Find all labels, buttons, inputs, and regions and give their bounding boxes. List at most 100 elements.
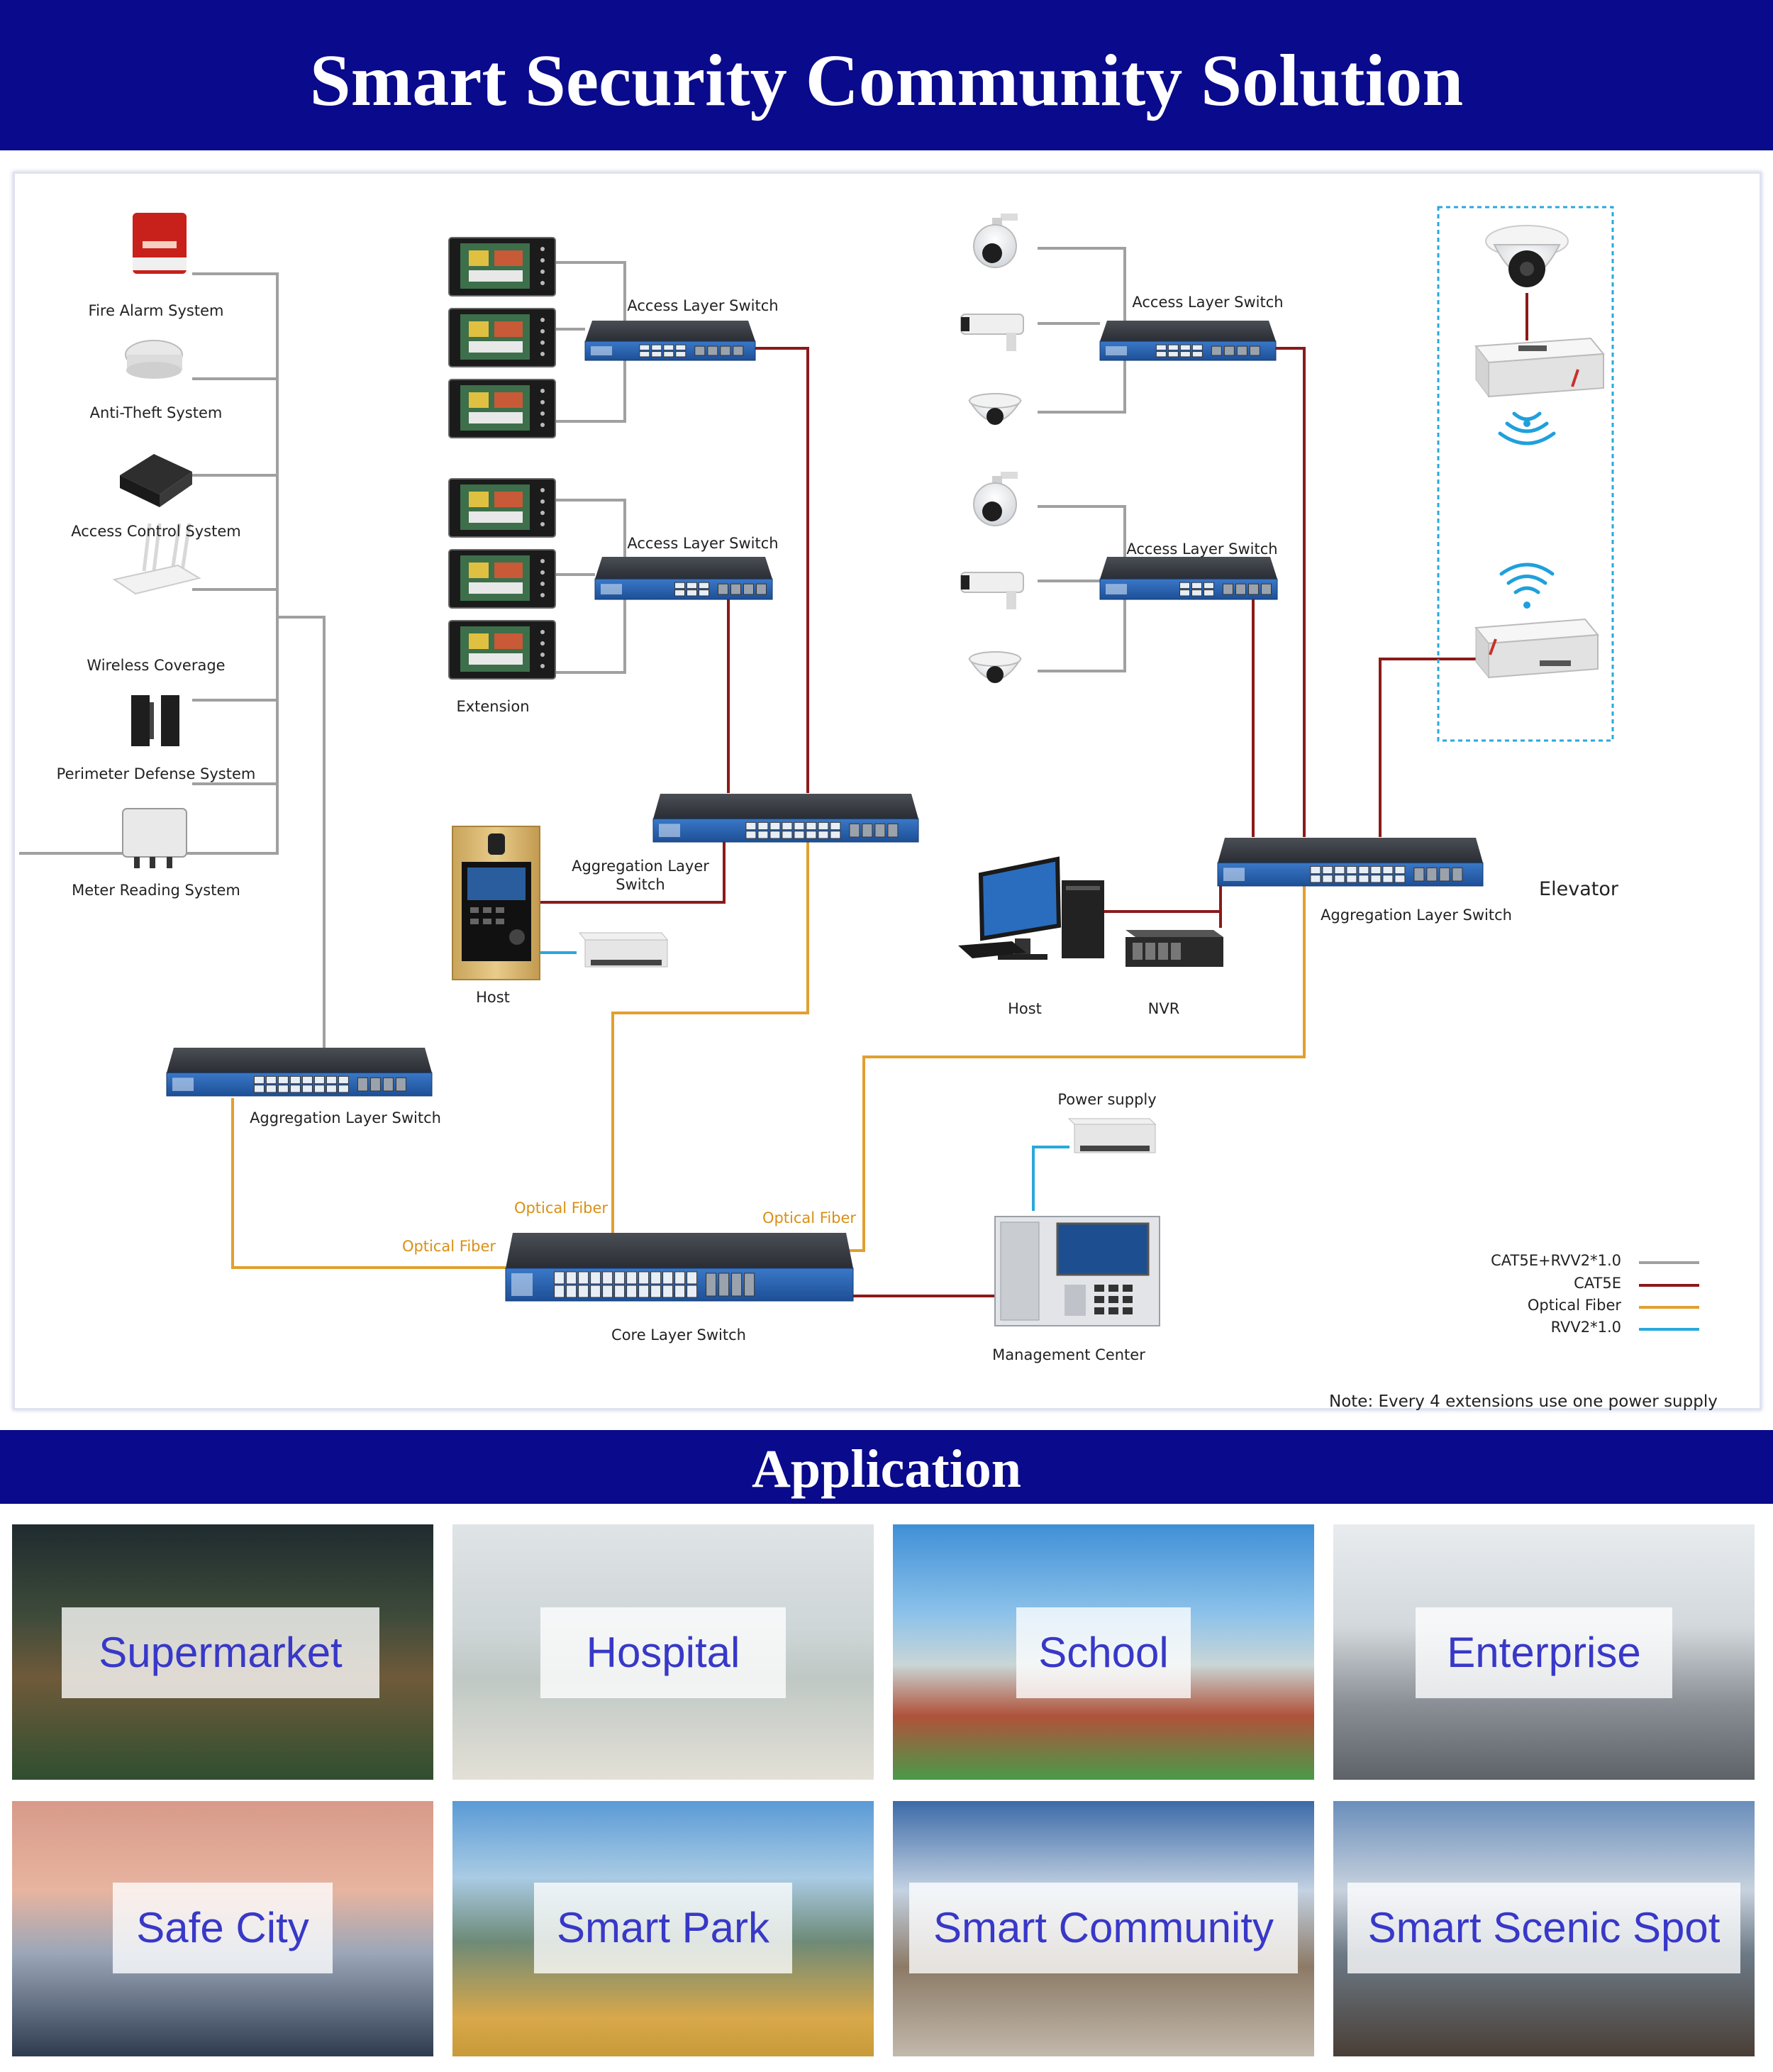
extension-monitor-icon: [448, 620, 556, 680]
perimeter-defense-label: Perimeter Defense System: [56, 765, 256, 782]
wireless-signal-icon: [1498, 411, 1556, 609]
nvr-icon: [1126, 930, 1223, 967]
network-switch-icon: [1099, 321, 1277, 361]
application-tile-supermarket[interactable]: Supermarket: [12, 1524, 433, 1780]
dome-camera-icon: [968, 393, 1022, 425]
bullet-camera-icon: [960, 314, 1024, 351]
infrared-beam-icon: [131, 695, 179, 746]
network-switch-icon: [594, 557, 773, 600]
optical-fiber-label-1: Optical Fiber: [513, 1200, 608, 1217]
legend-item: Optical Fiber: [1426, 1297, 1699, 1318]
network-switch-icon: [505, 1233, 854, 1302]
network-switch-icon: [166, 1048, 433, 1097]
network-switch-icon: [1217, 838, 1484, 887]
network-switch-icon: [1099, 557, 1278, 600]
power-supply-box-icon: [578, 932, 669, 968]
legend-label: CAT5E+RVV2*1.0: [1491, 1252, 1621, 1269]
network-switch-icon: [584, 321, 756, 361]
wifi-router-icon: [112, 523, 201, 595]
access-controller-icon: [120, 454, 192, 507]
page-title: Smart Security Community Solution: [0, 0, 1773, 150]
access-control-label: Access Control System: [71, 523, 241, 540]
legend-label: RVV2*1.0: [1550, 1319, 1621, 1336]
elevator-dome-camera-icon: [1485, 225, 1569, 287]
application-label: School: [1016, 1607, 1191, 1698]
optical-fiber-label-2: Optical Fiber: [401, 1238, 496, 1255]
application-label: Smart Community: [909, 1883, 1298, 1973]
application-label: Safe City: [113, 1883, 333, 1973]
legend-item: RVV2*1.0: [1426, 1319, 1699, 1340]
aggregation-switch-center-label: Aggregation Layer Switch: [572, 858, 709, 893]
fiber-links: [231, 836, 1306, 1269]
application-label: Hospital: [540, 1607, 786, 1698]
application-tile-smart-scenic-spot[interactable]: Smart Scenic Spot: [1333, 1801, 1755, 2056]
extension-monitors: [448, 237, 556, 680]
application-tile-smart-community[interactable]: Smart Community: [893, 1801, 1314, 2056]
aggregation-switch-left-label: Aggregation Layer Switch: [250, 1109, 441, 1126]
access-switch-2-label: Access Layer Switch: [627, 535, 779, 552]
diagram-canvas: [19, 206, 1614, 1326]
access-switch-1-label: Access Layer Switch: [627, 297, 779, 314]
extension-monitor-icon: [448, 308, 556, 367]
elevator-label: Elevator: [1539, 878, 1618, 900]
legend-label: CAT5E: [1574, 1275, 1621, 1292]
legend-swatch: [1639, 1284, 1699, 1287]
application-tile-enterprise[interactable]: Enterprise: [1333, 1524, 1755, 1780]
wireless-coverage-label: Wireless Coverage: [87, 657, 226, 674]
switches: [166, 321, 1484, 1302]
legend-item: CAT5E: [1426, 1275, 1699, 1296]
application-label: Supermarket: [62, 1607, 379, 1698]
anti-theft-label: Anti-Theft System: [89, 404, 223, 421]
application-label: Smart Scenic Spot: [1347, 1883, 1740, 1973]
application-tile-hospital[interactable]: Hospital: [452, 1524, 874, 1780]
fire-alarm-label: Fire Alarm System: [88, 302, 224, 319]
application-tile-smart-park[interactable]: Smart Park: [452, 1801, 874, 2056]
elevator-box: [1437, 206, 1614, 742]
speed-dome-camera-icon: [973, 214, 1018, 268]
application-title: Application: [0, 1430, 1773, 1504]
power-supply-icon: [1067, 1118, 1157, 1153]
speed-dome-camera-icon: [973, 472, 1018, 526]
rvv-links: [539, 951, 1069, 1211]
extension-monitor-icon: [448, 549, 556, 609]
door-station-icon: [452, 826, 540, 980]
smoke-detector-icon: [125, 340, 183, 379]
power-supply-note: Note: Every 4 extensions use one power s…: [1329, 1392, 1718, 1411]
network-diagram: Fire Alarm System Anti-Theft System Acce…: [13, 172, 1762, 1411]
legend-swatch: [1639, 1261, 1699, 1264]
legend-swatch: [1639, 1306, 1699, 1309]
management-center-label: Management Center: [992, 1346, 1145, 1363]
nvr-label: NVR: [1147, 1000, 1180, 1017]
gray-links: [19, 247, 1126, 1048]
extension-monitor-icon: [448, 478, 556, 538]
fire-alarm-icon: [133, 213, 187, 274]
bullet-camera-icon: [960, 572, 1024, 609]
legend-item: CAT5E+RVV2*1.0: [1426, 1252, 1699, 1273]
extension-monitor-icon: [448, 237, 556, 297]
computer-icon: [958, 856, 1104, 960]
access-switch-3-label: Access Layer Switch: [1132, 294, 1284, 311]
cameras: [960, 214, 1024, 683]
network-switch-icon: [652, 794, 919, 843]
application-label: Smart Park: [534, 1883, 792, 1973]
door-host-label: Host: [476, 989, 510, 1006]
elevator-receiver-icon: [1474, 618, 1599, 679]
application-tile-safe-city[interactable]: Safe City: [12, 1801, 433, 2056]
power-supply-label: Power supply: [1057, 1091, 1157, 1108]
application-label: Enterprise: [1416, 1607, 1672, 1698]
extension-monitor-icon: [448, 379, 556, 438]
computer-host-label: Host: [1008, 1000, 1042, 1017]
legend-swatch: [1639, 1328, 1699, 1331]
aggregation-switch-right-label: Aggregation Layer Switch: [1321, 907, 1512, 924]
management-center-icon: [994, 1216, 1160, 1326]
meter-reader-icon: [122, 808, 187, 868]
core-switch-label: Core Layer Switch: [611, 1326, 746, 1344]
access-switch-4-label: Access Layer Switch: [1126, 541, 1278, 558]
dome-camera-icon: [968, 651, 1022, 683]
extension-label: Extension: [456, 698, 530, 715]
legend-label: Optical Fiber: [1527, 1297, 1621, 1314]
application-tile-school[interactable]: School: [893, 1524, 1314, 1780]
meter-reading-label: Meter Reading System: [72, 882, 240, 899]
elevator-bridge-icon: [1474, 337, 1605, 398]
optical-fiber-label-3: Optical Fiber: [762, 1209, 857, 1226]
